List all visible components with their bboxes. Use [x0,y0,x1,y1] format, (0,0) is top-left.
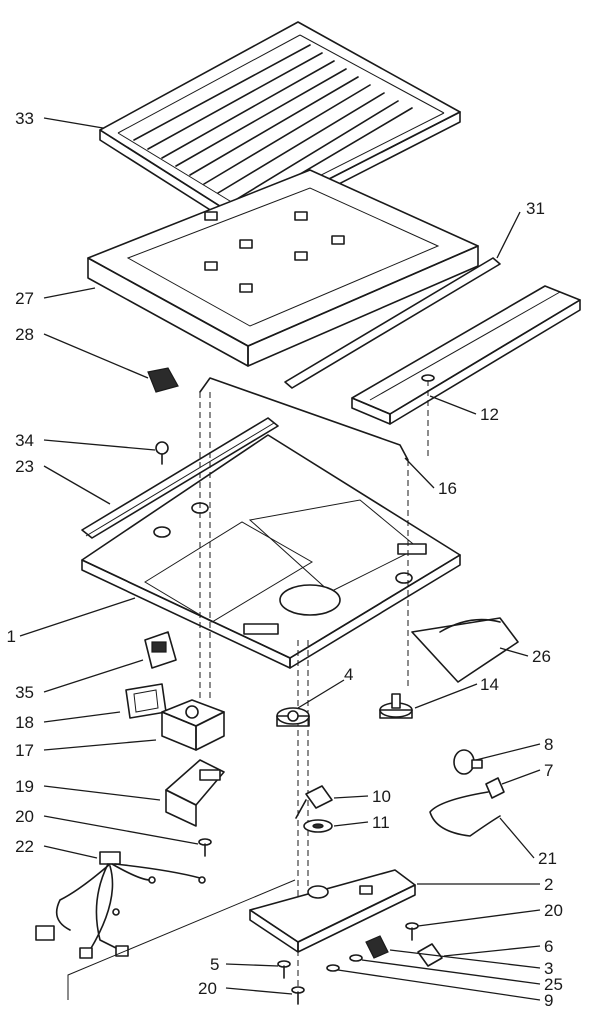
part-4-thermostat-mount [276,707,310,727]
callout-26: 26 [532,647,551,666]
callout-10: 10 [372,787,391,806]
callout-3: 3 [544,959,553,978]
part-20-screw-upper [198,838,212,857]
callout-23: 23 [15,457,34,476]
part-8-bulb [453,749,483,775]
callout-9: 9 [544,991,553,1010]
part-18-bezel [125,683,167,719]
part-28-block [147,367,179,393]
part-2-base-tray [249,869,416,953]
callout-7: 7 [544,761,553,780]
part-25-washer [349,954,363,962]
part-22-wire-harness [35,851,296,1000]
callout-14: 14 [480,675,499,694]
part-33-grille-cover [99,21,461,233]
part-10-control [295,785,333,819]
callout-2: 2 [544,875,553,894]
part-9-washer [326,964,340,972]
callout-4: 4 [344,665,353,684]
part-27-frame [87,169,479,367]
part-35-bracket [144,631,177,669]
callout-31: 31 [526,199,545,218]
callout-33: 33 [15,109,34,128]
callout-labels: 33 27 28 34 23 1 35 18 17 19 20 22 31 12… [7,109,563,1010]
grille-slats [133,44,413,207]
part-20-screw-right [405,922,419,941]
callout-5: 5 [210,955,219,974]
part-5-screw [277,960,291,979]
callout-leader-lines [19,117,541,1001]
part-23-channel [81,417,279,539]
part-19-switch-assembly [165,759,225,827]
part-31-strip [284,257,501,389]
callout-35: 35 [15,683,34,702]
callout-18: 18 [15,713,34,732]
callout-11: 11 [372,813,390,832]
part-1-housing [81,434,461,669]
part-34-screw [155,441,169,465]
callout-34: 34 [15,431,34,450]
part-21-cord [429,791,501,837]
callout-19: 19 [15,777,34,796]
callout-20-bottom: 20 [198,979,217,998]
callout-6: 6 [544,937,553,956]
part-12-rail [351,285,581,425]
part-20-screw-bottom [291,986,305,1005]
callout-25: 25 [544,975,563,994]
part-11-knob [303,819,333,833]
part-17-housing-block [161,699,225,751]
callout-16: 16 [438,479,457,498]
callout-27: 27 [15,289,34,308]
callout-20-right: 20 [544,901,563,920]
part-16-wire-rod [199,377,409,461]
part-3-switch [365,935,389,959]
callout-20-upper: 20 [15,807,34,826]
callout-22: 22 [15,837,34,856]
callout-1: 1 [7,627,16,646]
callout-8: 8 [544,735,553,754]
part-26-sheet [411,617,519,683]
callout-12: 12 [480,405,499,424]
part-7-socket [485,777,505,799]
callout-21: 21 [538,849,557,868]
callout-28: 28 [15,325,34,344]
callout-17: 17 [15,741,34,760]
part-14-foot [379,693,413,719]
